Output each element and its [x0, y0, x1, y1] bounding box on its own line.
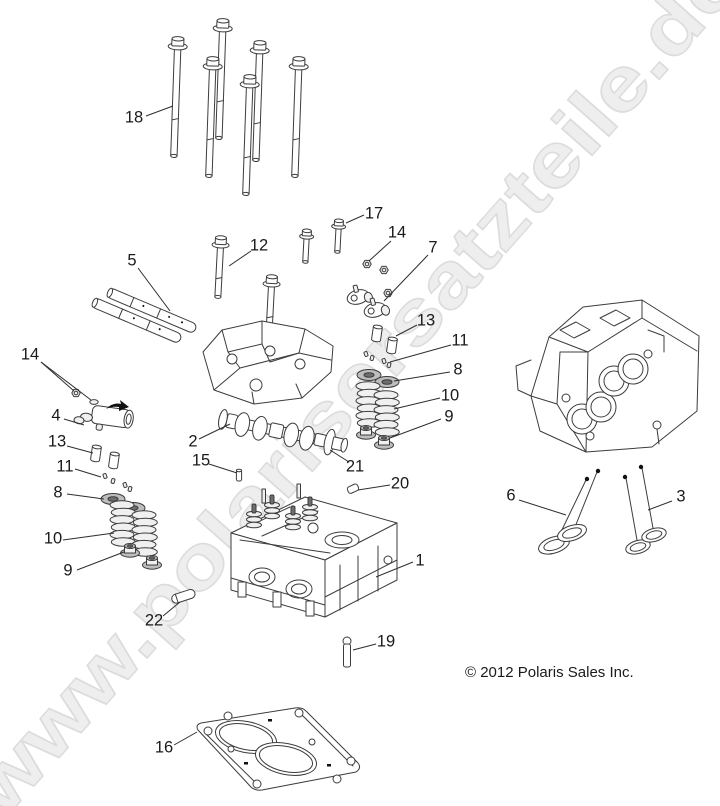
callout-16: 16	[154, 738, 174, 757]
copyright-text: © 2012 Polaris Sales Inc.	[465, 664, 634, 681]
callout-10-left: 10	[43, 529, 63, 548]
callout-2: 2	[188, 432, 198, 451]
callout-18: 18	[124, 108, 144, 127]
valve-keepers-11-left	[102, 472, 133, 493]
callout-17: 17	[364, 204, 384, 223]
callout-14-right: 14	[387, 223, 407, 242]
callout-8-left: 8	[53, 483, 63, 502]
adjuster-nuts-14-right	[362, 259, 389, 275]
callout-15: 15	[191, 451, 211, 470]
callout-8-right: 8	[453, 360, 463, 379]
cam-carrier	[202, 320, 334, 405]
callout-10-right: 10	[440, 386, 460, 405]
leader-lines	[40, 105, 673, 746]
callout-4: 4	[51, 406, 61, 425]
dowel-pin-22	[171, 588, 196, 604]
dowel-pin-20	[346, 483, 360, 494]
small-bolts-17	[297, 218, 347, 265]
callout-11-left: 11	[56, 457, 74, 476]
callout-12: 12	[249, 236, 269, 255]
callout-3: 3	[676, 487, 686, 506]
rocker-shafts-5	[91, 287, 197, 343]
head-gasket-16	[196, 707, 361, 791]
callout-9-right: 9	[444, 407, 454, 426]
callout-6: 6	[506, 486, 516, 505]
rocker-arms-7	[346, 284, 393, 318]
callout-22: 22	[144, 611, 164, 630]
callout-1: 1	[415, 551, 425, 570]
callout-13-left: 13	[47, 432, 67, 451]
intake-valves-6	[538, 468, 601, 555]
callout-13-right: 13	[416, 311, 436, 330]
callout-7: 7	[428, 238, 438, 257]
callout-5: 5	[127, 251, 137, 270]
head-bolts-18	[163, 17, 310, 197]
callout-21: 21	[345, 457, 365, 476]
exhaust-valves-3	[622, 464, 667, 555]
stud-19	[342, 636, 352, 668]
callout-14-left: 14	[20, 345, 40, 364]
rocker-arm-4	[73, 400, 134, 431]
callout-20: 20	[390, 474, 410, 493]
valve-buckets-13-left	[89, 444, 121, 470]
head-bottom-view	[515, 299, 700, 453]
cylinder-head-1	[230, 483, 398, 618]
callout-9-left: 9	[63, 561, 73, 580]
dowel-pin-15	[235, 468, 243, 482]
adjuster-nut-14-left	[71, 388, 99, 405]
callout-11-right: 11	[451, 331, 469, 350]
callout-19: 19	[376, 632, 396, 651]
